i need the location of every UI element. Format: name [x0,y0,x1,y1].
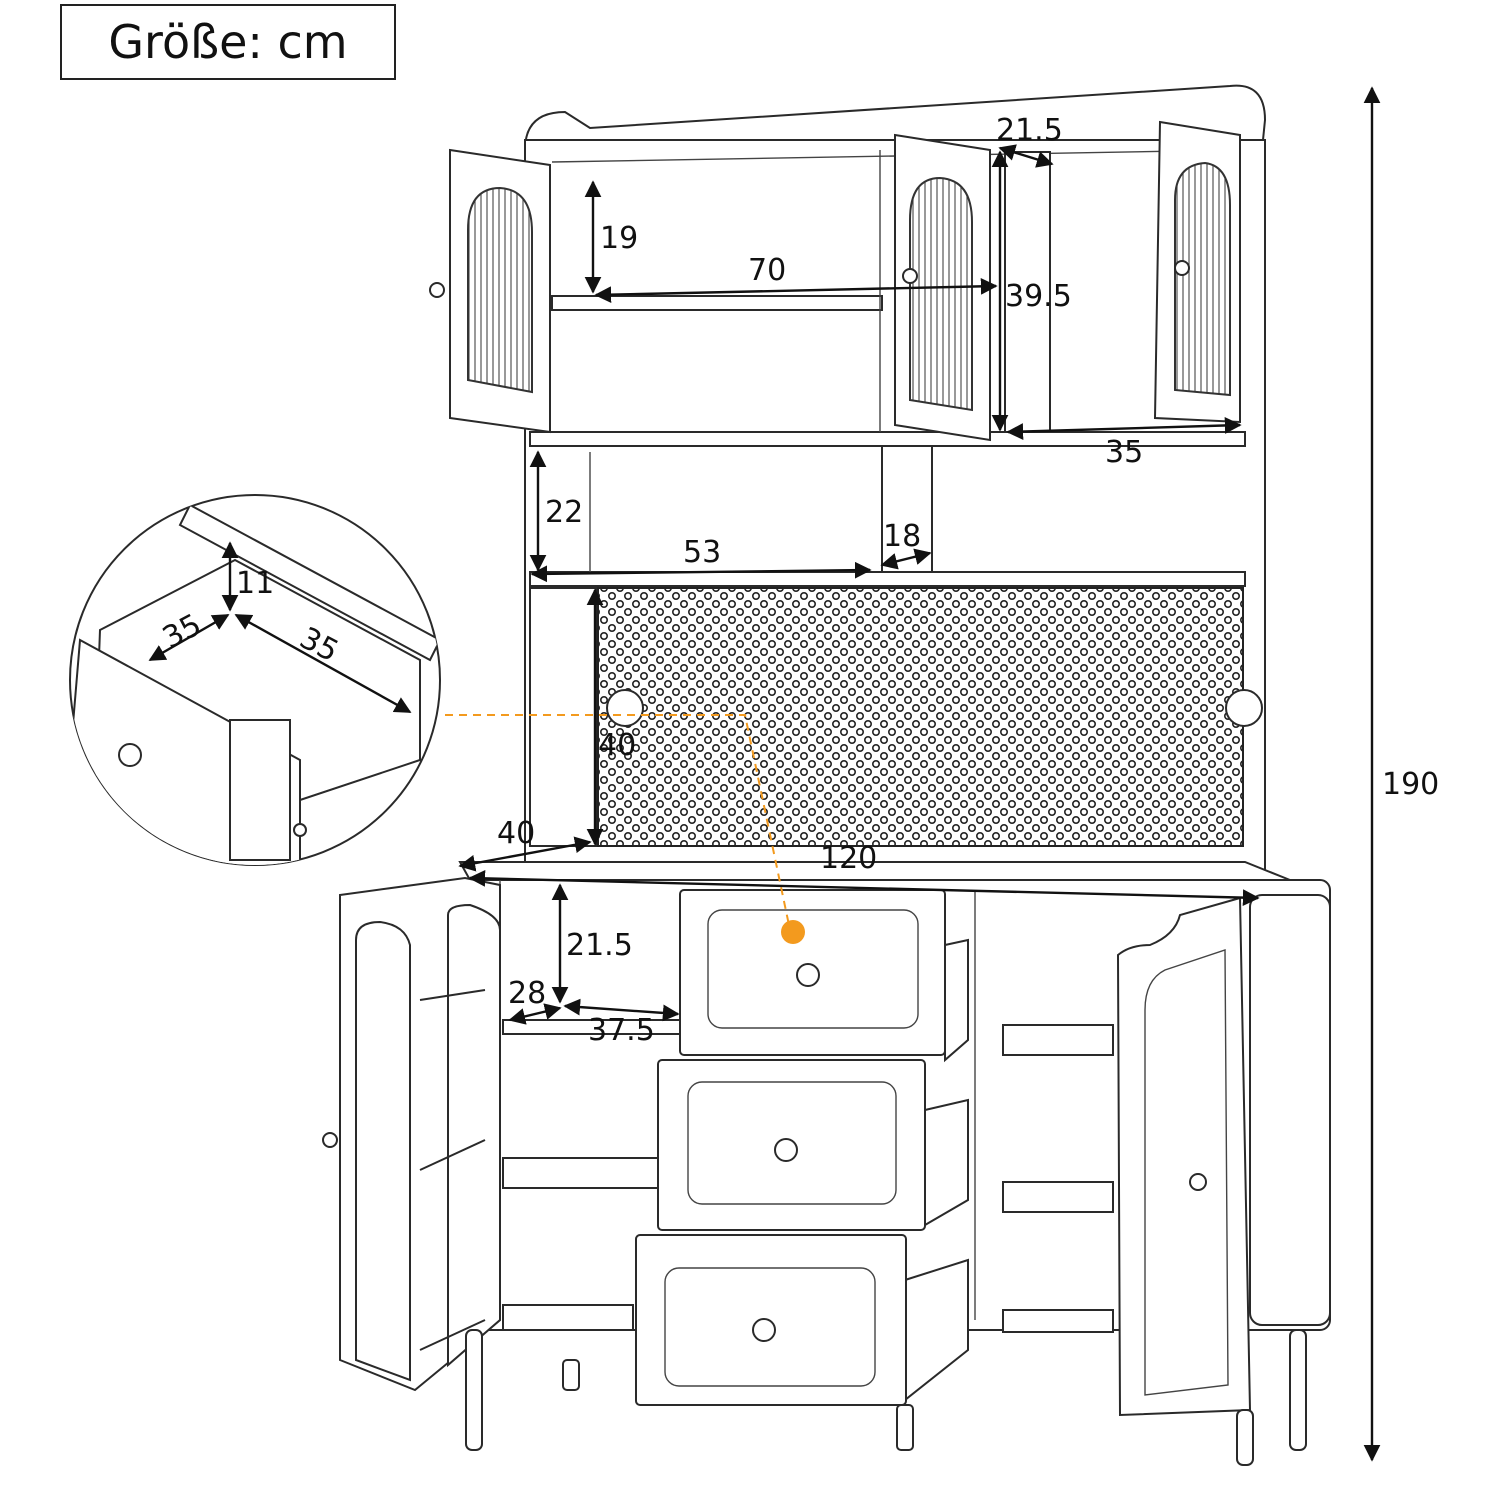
cabinet-leg [562,1359,580,1391]
dim-counter-depth: 40 [497,816,535,851]
cabinet-leg [896,1404,914,1451]
upper-right-glass-door [1153,120,1241,424]
dim-middle-width: 53 [683,535,721,570]
dim-counter-width: 120 [820,841,877,876]
drawer-middle [657,1059,969,1231]
hutch-shelf [529,571,1246,587]
drawer-top [679,889,969,1063]
cabinet-leg [1289,1329,1307,1451]
dim-total-height: 190 [1382,767,1439,802]
base-left-door [322,876,501,1392]
detail-leader-line [445,714,791,931]
dim-upper-width: 70 [748,253,786,288]
drawer-bottom [635,1234,969,1406]
hutch [429,84,1291,881]
base-right-door [1116,894,1331,1417]
cabinet-leg [465,1329,483,1451]
dim-pegboard-height: 40 [598,728,636,763]
dim-base-shelf-depth: 28 [508,976,546,1011]
dim-middle-height: 22 [545,495,583,530]
dim-base-shelf-width: 37.5 [588,1013,655,1048]
dim-upper-side-width: 35 [1105,435,1143,470]
upper-left-glass-door [429,148,551,434]
size-unit-label: Größe: cm [60,4,396,80]
pegboard-panel [597,587,1244,847]
dim-base-shelf-height: 21.5 [566,928,633,963]
hutch-top-panel [523,84,1267,151]
dim-upper-side-height: 39.5 [1005,279,1072,314]
base-cabinet [322,876,1331,1466]
dim-drawer-height: 11 [236,566,274,601]
cabinet-leg [1236,1409,1254,1466]
detail-marker-dot [781,920,805,944]
dim-middle-small-width: 18 [883,519,921,554]
dimension-lines [148,86,1381,1462]
dim-upper-shelf-height: 19 [600,221,638,256]
dim-upper-depth: 21.5 [996,113,1063,148]
